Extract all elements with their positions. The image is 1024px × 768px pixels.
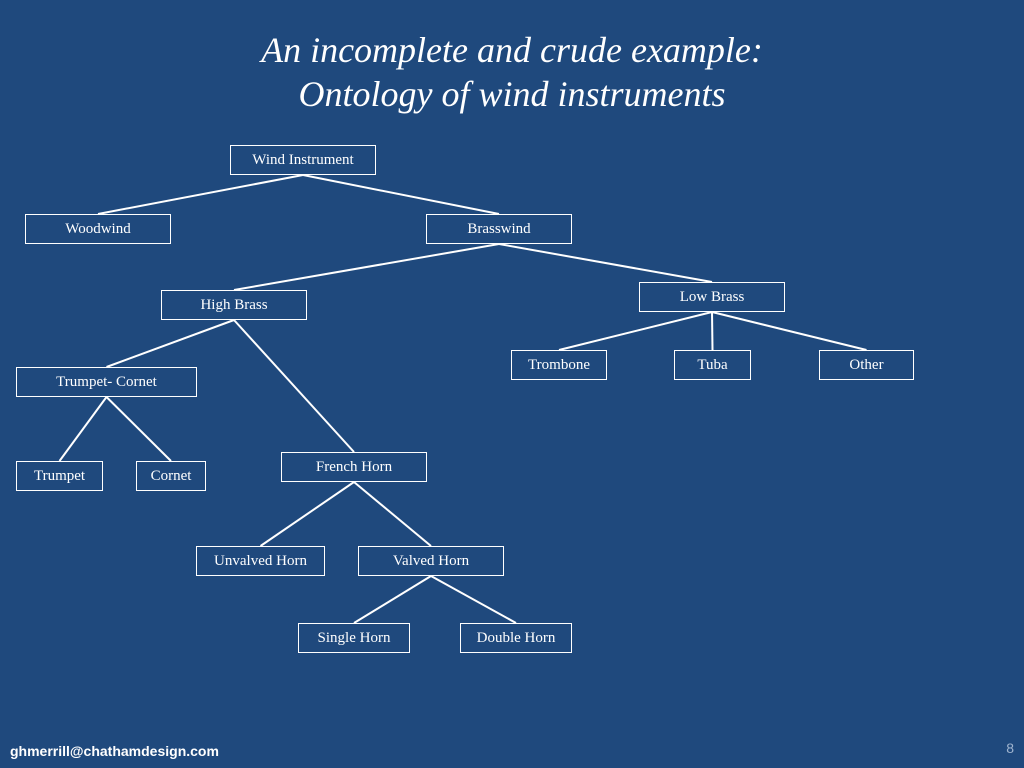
node-low-brass: Low Brass xyxy=(639,282,785,312)
slide-title: An incomplete and crude example: Ontolog… xyxy=(0,28,1024,116)
edge-wind_instrument-brasswind xyxy=(302,174,500,215)
node-other: Other xyxy=(819,350,914,380)
edge-low_brass-tuba xyxy=(711,311,714,351)
node-valved-horn: Valved Horn xyxy=(358,546,504,576)
edge-trumpet_cornet-trumpet xyxy=(58,396,108,462)
edge-low_brass-other xyxy=(711,311,867,351)
edge-high_brass-trumpet_cornet xyxy=(106,319,235,368)
node-high-brass: High Brass xyxy=(161,290,307,320)
edge-trumpet_cornet-cornet xyxy=(105,396,172,462)
node-wind-instrument: Wind Instrument xyxy=(230,145,376,175)
node-french-horn: French Horn xyxy=(281,452,427,482)
edge-wind_instrument-woodwind xyxy=(97,174,304,215)
edge-brasswind-low_brass xyxy=(498,243,713,283)
node-trumpet: Trumpet xyxy=(16,461,103,491)
edge-low_brass-trombone xyxy=(558,311,713,351)
node-cornet: Cornet xyxy=(136,461,206,491)
slide-title-line-2: Ontology of wind instruments xyxy=(298,74,726,114)
node-double-horn: Double Horn xyxy=(460,623,572,653)
edge-french_horn-unvalved_horn xyxy=(259,481,355,547)
edge-brasswind-high_brass xyxy=(233,243,500,291)
page-number: 8 xyxy=(1006,740,1014,756)
node-unvalved-horn: Unvalved Horn xyxy=(196,546,325,576)
node-tuba: Tuba xyxy=(674,350,751,380)
node-single-horn: Single Horn xyxy=(298,623,410,653)
node-brasswind: Brasswind xyxy=(426,214,572,244)
node-woodwind: Woodwind xyxy=(25,214,171,244)
node-trombone: Trombone xyxy=(511,350,607,380)
node-trumpet-cornet: Trumpet- Cornet xyxy=(16,367,197,397)
slide-title-line-1: An incomplete and crude example: xyxy=(261,30,763,70)
edge-valved_horn-double_horn xyxy=(430,575,517,624)
edge-valved_horn-single_horn xyxy=(353,575,432,624)
edge-high_brass-french_horn xyxy=(233,319,355,453)
footer-email: ghmerrill@chathamdesign.com xyxy=(10,743,219,759)
edge-french_horn-valved_horn xyxy=(353,481,432,547)
